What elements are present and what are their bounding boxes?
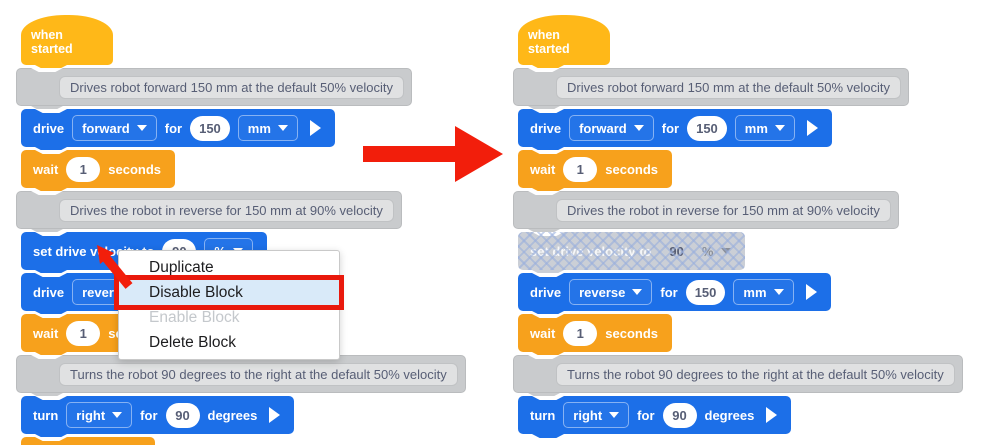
workspace-before: when started Drives robot forward 150 mm… bbox=[16, 15, 466, 445]
dropdown-arrow-icon bbox=[721, 248, 732, 254]
play-icon[interactable] bbox=[805, 284, 817, 300]
block-label: for bbox=[661, 120, 680, 136]
dropdown-arrow-icon bbox=[773, 289, 784, 295]
comment-text: Drives robot forward 150 mm at the defau… bbox=[556, 75, 901, 99]
comment-block[interactable]: Drives the robot in reverse for 150 mm a… bbox=[16, 191, 402, 229]
dropdown-value: right bbox=[76, 407, 106, 423]
block-label: turn bbox=[33, 407, 59, 423]
dropdown-arrow-icon bbox=[774, 125, 785, 131]
comment-text: Turns the robot 90 degrees to the right … bbox=[59, 362, 458, 386]
dropdown-arrow-icon bbox=[633, 125, 644, 131]
drive-reverse-block[interactable]: drive reverse for 150 mm bbox=[518, 273, 831, 311]
comment-text: Turns the robot 90 degrees to the right … bbox=[556, 362, 955, 386]
set-velocity-block-disabled[interactable]: set drive velocity to 90 % bbox=[518, 232, 746, 270]
direction-dropdown[interactable]: right bbox=[563, 402, 630, 428]
block-label: for bbox=[637, 407, 655, 423]
comment-text: Drives the robot in reverse for 150 mm a… bbox=[556, 198, 891, 222]
wait-block[interactable]: wait 1 seconds bbox=[518, 150, 673, 188]
dropdown-arrow-icon bbox=[277, 125, 288, 131]
unit-dropdown[interactable]: mm bbox=[734, 115, 795, 141]
dropdown-value: mm bbox=[744, 120, 768, 136]
play-icon[interactable] bbox=[309, 120, 321, 136]
block-label: seconds bbox=[108, 161, 162, 177]
menu-item-disable-block[interactable]: Disable Block bbox=[114, 275, 344, 310]
block-label: degrees bbox=[207, 407, 258, 423]
play-icon[interactable] bbox=[806, 120, 818, 136]
block-label: turn bbox=[530, 407, 556, 423]
dropdown-value: reverse bbox=[579, 284, 626, 300]
block-label: set drive velocity to bbox=[530, 243, 652, 259]
drive-forward-block[interactable]: drive forward for 150 mm bbox=[518, 109, 832, 147]
distance-input[interactable]: 150 bbox=[685, 279, 726, 305]
direction-dropdown[interactable]: forward bbox=[569, 115, 654, 141]
block-label: seconds bbox=[605, 161, 659, 177]
when-started-block[interactable]: when started bbox=[518, 15, 610, 65]
drive-forward-block[interactable]: drive forward for 150 mm bbox=[21, 109, 335, 147]
block-label: degrees bbox=[704, 407, 755, 423]
block-label: wait bbox=[530, 161, 556, 177]
block-label: wait bbox=[530, 325, 556, 341]
unit-dropdown[interactable]: mm bbox=[237, 115, 298, 141]
block-label: wait bbox=[33, 161, 59, 177]
menu-item-enable-block: Enable Block bbox=[149, 309, 240, 326]
menu-item-delete-block[interactable]: Delete Block bbox=[149, 334, 237, 351]
wait-input[interactable]: 1 bbox=[563, 156, 598, 182]
direction-dropdown[interactable]: right bbox=[66, 402, 133, 428]
turn-block[interactable]: turn right for 90 degrees bbox=[518, 396, 792, 434]
comment-text: Drives the robot in reverse for 150 mm a… bbox=[59, 198, 394, 222]
distance-input[interactable]: 150 bbox=[190, 115, 230, 141]
wait-block-partial[interactable] bbox=[21, 437, 155, 445]
direction-dropdown[interactable]: forward bbox=[72, 115, 157, 141]
when-started-block[interactable]: when started bbox=[21, 15, 113, 65]
dropdown-arrow-icon bbox=[632, 289, 643, 295]
wait-input[interactable]: 1 bbox=[66, 320, 101, 346]
block-label: drive bbox=[530, 284, 562, 300]
dropdown-arrow-icon bbox=[112, 412, 123, 418]
comment-block[interactable]: Turns the robot 90 degrees to the right … bbox=[513, 355, 963, 393]
velocity-input: 90 bbox=[669, 243, 684, 259]
block-label: for bbox=[140, 407, 158, 423]
block-label: drive bbox=[530, 120, 562, 136]
comment-text: Drives robot forward 150 mm at the defau… bbox=[59, 75, 404, 99]
angle-input[interactable]: 90 bbox=[165, 402, 200, 428]
menu-item-duplicate[interactable]: Duplicate bbox=[149, 259, 214, 276]
comment-block[interactable]: Drives the robot in reverse for 150 mm a… bbox=[513, 191, 899, 229]
block-label: drive bbox=[33, 284, 65, 300]
comment-block[interactable]: Drives robot forward 150 mm at the defau… bbox=[513, 68, 909, 106]
block-label: when started bbox=[31, 28, 73, 56]
block-label: seconds bbox=[605, 325, 659, 341]
turn-block[interactable]: turn right for 90 degrees bbox=[21, 396, 295, 434]
dropdown-value: forward bbox=[579, 120, 627, 136]
block-label: when started bbox=[528, 28, 570, 56]
wait-input[interactable]: 1 bbox=[563, 320, 598, 346]
wait-block[interactable]: wait 1 seconds bbox=[518, 314, 673, 352]
block-label: drive bbox=[33, 120, 65, 136]
angle-input[interactable]: 90 bbox=[662, 402, 697, 428]
dropdown-value: forward bbox=[82, 120, 130, 136]
direction-dropdown[interactable]: reverse bbox=[569, 279, 653, 305]
comment-block[interactable]: Turns the robot 90 degrees to the right … bbox=[16, 355, 466, 393]
block-context-menu: Duplicate Disable Block Enable Block Del… bbox=[114, 250, 344, 360]
wait-block[interactable]: wait 1 seconds bbox=[21, 150, 176, 188]
wait-input[interactable]: 1 bbox=[66, 156, 101, 182]
dropdown-value: mm bbox=[743, 284, 767, 300]
play-icon[interactable] bbox=[766, 407, 778, 423]
comment-block[interactable]: Drives robot forward 150 mm at the defau… bbox=[16, 68, 412, 106]
dropdown-value: % bbox=[701, 243, 714, 259]
dropdown-arrow-icon bbox=[136, 125, 147, 131]
dropdown-arrow-icon bbox=[609, 412, 620, 418]
block-label: for bbox=[164, 120, 183, 136]
block-label: wait bbox=[33, 325, 59, 341]
unit-dropdown[interactable]: mm bbox=[733, 279, 794, 305]
dropdown-value: mm bbox=[247, 120, 271, 136]
workspace-after: when started Drives robot forward 150 mm… bbox=[513, 15, 963, 437]
distance-input[interactable]: 150 bbox=[687, 115, 727, 141]
play-icon[interactable] bbox=[269, 407, 281, 423]
block-label: for bbox=[660, 284, 678, 300]
dropdown-value: right bbox=[573, 407, 603, 423]
